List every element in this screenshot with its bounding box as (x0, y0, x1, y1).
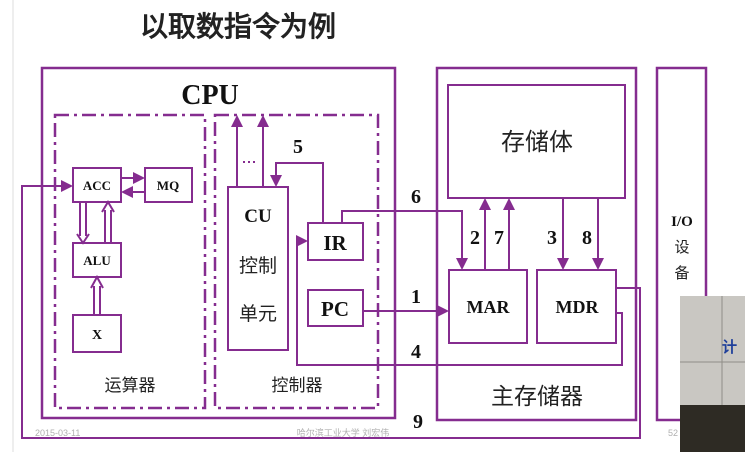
step-6: 6 (411, 186, 421, 208)
mar-label: MAR (467, 297, 511, 317)
cu-text-2: 单元 (239, 303, 277, 325)
x-box (72, 314, 122, 353)
alu-label: ALU (83, 253, 111, 268)
step-4: 4 (411, 341, 421, 363)
mq-label: MQ (157, 178, 179, 193)
step-1: 1 (411, 286, 421, 308)
mdr-box (536, 269, 617, 344)
acc-label: ACC (83, 178, 111, 193)
alu-group-box (53, 113, 207, 410)
pc-label: PC (321, 297, 349, 321)
control-group-box (213, 113, 380, 410)
mq-box (144, 167, 193, 203)
alu-group-label: 运算器 (105, 376, 156, 396)
main-memory-box (435, 66, 638, 422)
slide-title: 以取数指令为例 (140, 10, 336, 43)
alu-box (72, 242, 122, 278)
pc-box (307, 289, 364, 327)
io-label-3: 备 (674, 264, 689, 282)
io-label-2: 设 (674, 238, 689, 256)
cu-box (227, 186, 289, 351)
storage-box (447, 84, 626, 199)
x-label: X (92, 328, 102, 343)
ir-box (307, 222, 364, 261)
step-5: 5 (293, 136, 303, 158)
mdr-label: MDR (556, 297, 600, 317)
storage-label: 存储体 (501, 128, 573, 156)
footer-page: 52 (668, 428, 678, 438)
cpu-label: CPU (181, 80, 239, 111)
step-9: 9 (413, 411, 423, 433)
ir-label: IR (323, 231, 347, 255)
webcam-text: 计 (722, 338, 737, 356)
cpu-box (40, 66, 397, 420)
webcam-overlay: 计 (680, 296, 745, 452)
step-3: 3 (547, 227, 557, 249)
acc-box (72, 167, 122, 203)
cu-label: CU (244, 206, 272, 227)
control-group-label: 控制器 (272, 376, 323, 396)
mar-box (448, 269, 528, 344)
main-memory-label: 主存储器 (491, 384, 583, 410)
step-7: 7 (494, 227, 504, 249)
step-8: 8 (582, 227, 592, 249)
cu-text-1: 控制 (239, 255, 277, 277)
footer-date: 2015-03-11 (35, 428, 80, 438)
footer-author: 哈尔滨工业大学 刘宏伟 (297, 427, 390, 438)
step-2: 2 (470, 227, 480, 249)
io-label-1: I/O (671, 214, 693, 230)
